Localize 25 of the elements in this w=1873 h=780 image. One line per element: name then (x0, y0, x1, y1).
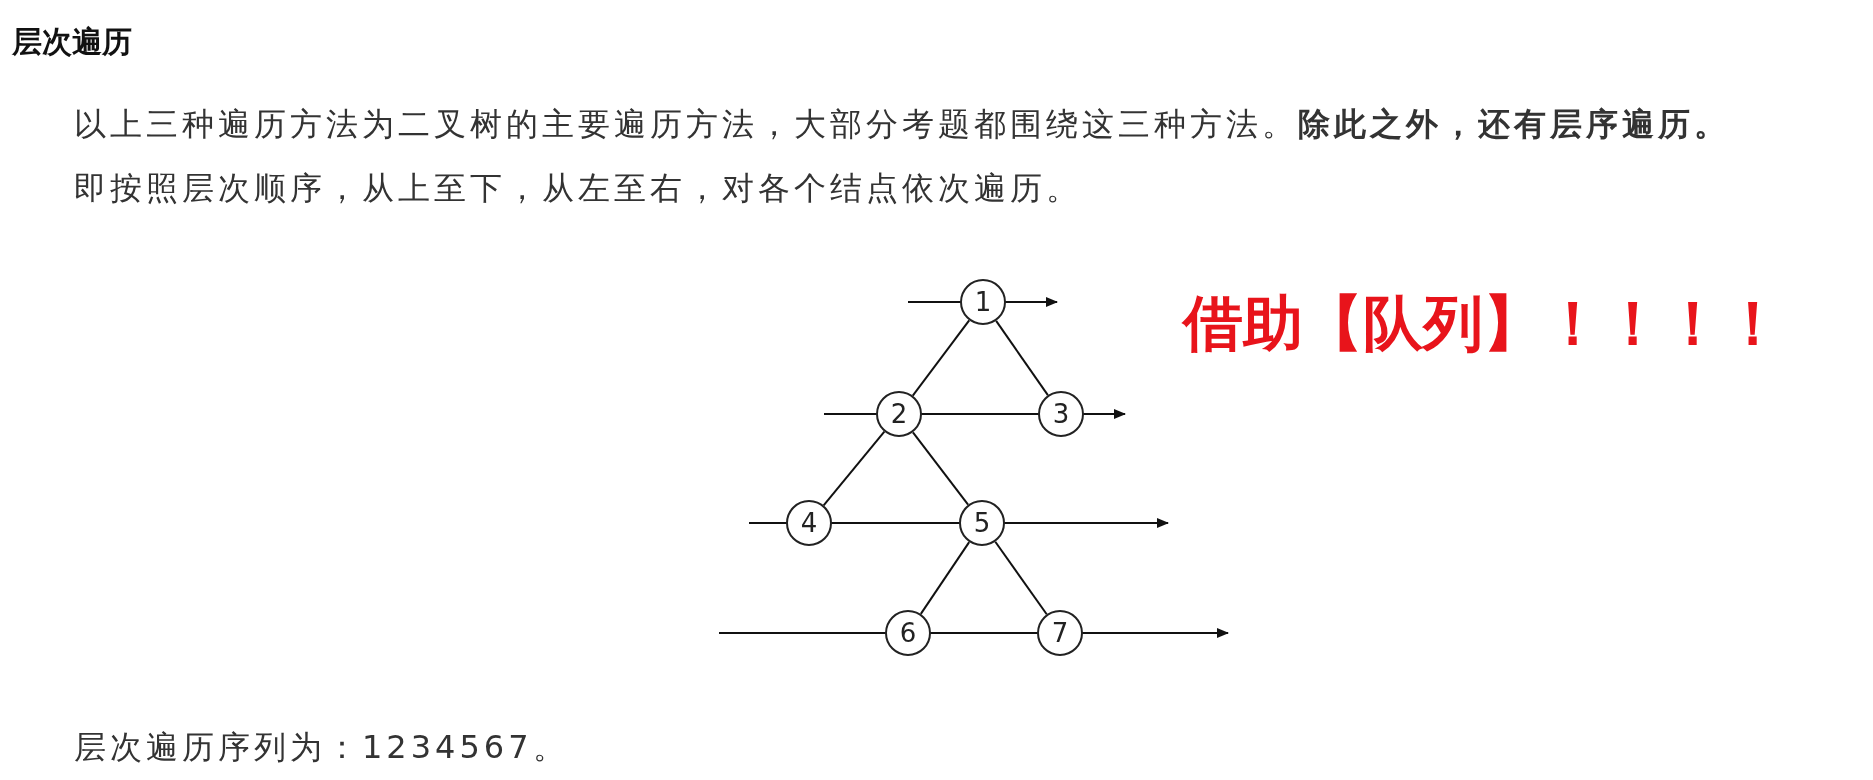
highlight-note: 借助【队列】！！！！ (1183, 287, 1783, 360)
paragraph-text: 以上三种遍历方法为二叉树的主要遍历方法，大部分考题都围绕这三种方法。除此之外，还有层序遍历。 (74, 104, 1730, 145)
tree-edge (994, 540, 1048, 616)
tree-node-circle (885, 610, 931, 656)
node-number: 4 (800, 510, 818, 536)
tree-node-circle (960, 279, 1006, 325)
result-text: 层次遍历序列为：1234567。 (74, 727, 569, 768)
section-title: 层次遍历 (12, 23, 132, 61)
tree-node-circle (1037, 610, 1083, 656)
node-number: 6 (899, 620, 917, 646)
paragraph-text: 即按照层次顺序，从上至下，从左至右，对各个结点依次遍历。 (74, 168, 1082, 209)
tree-edge (911, 319, 971, 397)
node-number: 2 (890, 401, 908, 427)
node-number: 1 (974, 289, 992, 315)
tree-node-circle (959, 500, 1005, 546)
tree-node-circle (786, 500, 832, 546)
tree-edge (995, 319, 1049, 397)
tree-node-circle (1038, 391, 1084, 437)
tree-node-circle (876, 391, 922, 437)
node-number: 7 (1051, 620, 1069, 646)
node-number: 5 (973, 510, 991, 536)
node-number: 3 (1052, 401, 1070, 427)
tree-edge (919, 541, 971, 615)
tree-edge (911, 431, 970, 506)
tree-edge (822, 430, 886, 507)
